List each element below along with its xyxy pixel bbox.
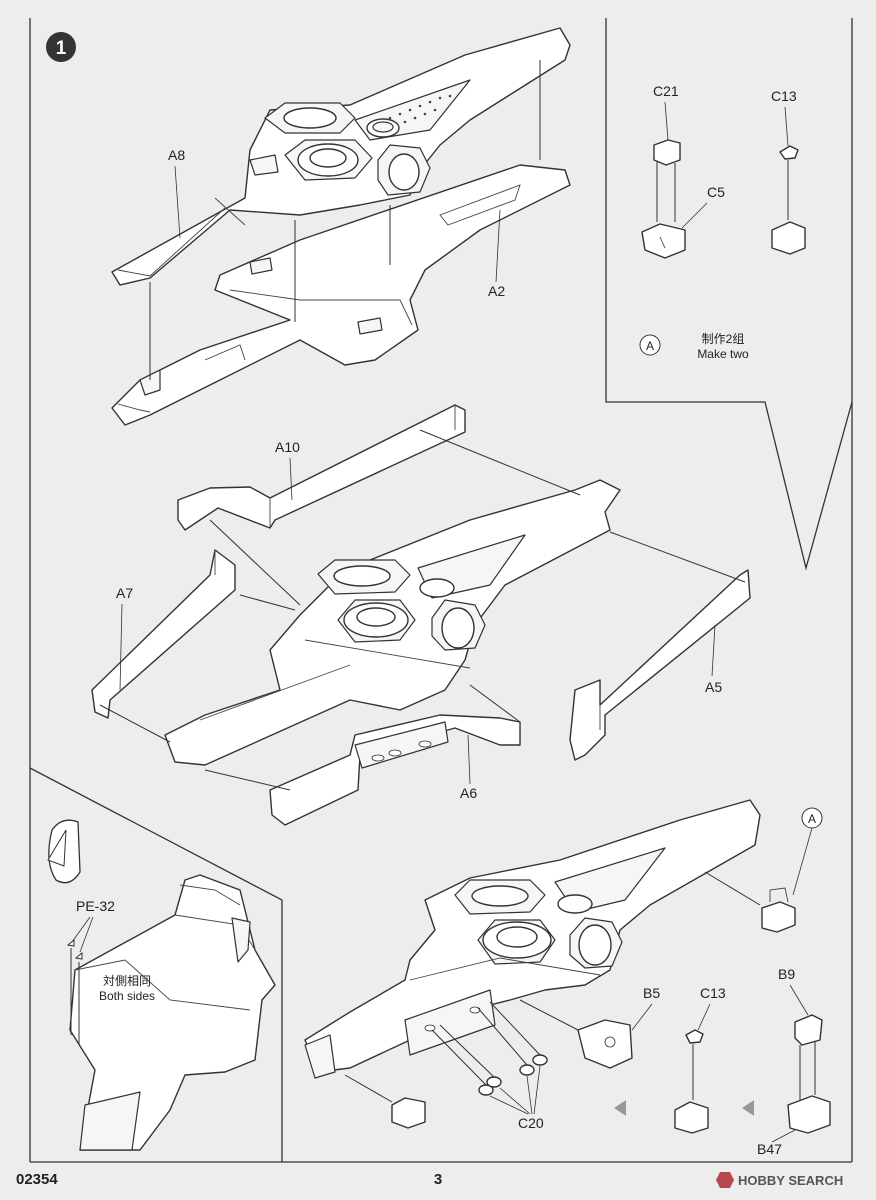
label-a6: A6	[460, 785, 477, 801]
inset-frame	[29, 767, 283, 1162]
label-a5: A5	[705, 679, 722, 695]
part-c5	[641, 223, 686, 259]
part-a7	[91, 549, 236, 719]
middle-arrows	[99, 429, 746, 791]
label-pe32: PE-32	[76, 898, 115, 914]
part-a10	[177, 404, 466, 531]
label-a2: A2	[488, 283, 505, 299]
inset-note-cn: 対側相同	[103, 974, 151, 988]
watermark: HOBBY SEARCH	[716, 1172, 843, 1188]
label-b47: B47	[757, 1141, 782, 1157]
callout-a-note-cn: 制作2组	[702, 332, 745, 346]
inset-note-en: Both sides	[99, 989, 155, 1003]
label-c13-bottom: C13	[700, 985, 726, 1001]
page-number: 3	[434, 1171, 442, 1188]
label-c21: C21	[653, 83, 679, 99]
part-c13-top	[779, 145, 799, 160]
bottom-fitting-box	[674, 1101, 709, 1134]
part-c20-group	[431, 1001, 548, 1096]
callout-a-label: A	[646, 339, 654, 353]
inset-view-badge	[47, 819, 81, 884]
part-b5	[577, 1019, 633, 1069]
part-c13-bottom	[685, 1029, 704, 1044]
bottom-left-fitting	[391, 1097, 426, 1129]
label-a8: A8	[168, 147, 185, 163]
watermark-text: HOBBY SEARCH	[738, 1173, 843, 1188]
callout-a-note-en: Make two	[697, 347, 749, 361]
label-b5: B5	[643, 985, 660, 1001]
label-b9: B9	[778, 966, 795, 982]
label-c20: C20	[518, 1115, 544, 1131]
label-c5: C5	[707, 184, 725, 200]
callout-a-ref-badge: A	[801, 807, 823, 829]
page-frame	[29, 18, 853, 1163]
label-a10: A10	[275, 439, 300, 455]
part-a6	[269, 714, 521, 826]
part-a5	[569, 569, 751, 761]
callout-a-badge: A	[639, 334, 661, 356]
part-b9	[794, 1014, 823, 1046]
part-a8	[111, 27, 571, 286]
a8-a2-arrows	[149, 60, 541, 380]
sub-part-a-ref	[761, 887, 796, 933]
part-a2	[111, 164, 571, 426]
inset-part-detail	[69, 874, 276, 1151]
model-number: 02354	[16, 1171, 58, 1188]
label-c13-top: C13	[771, 88, 797, 104]
label-a7: A7	[116, 585, 133, 601]
callout-a-box	[605, 18, 853, 571]
bottom-assembly	[304, 799, 761, 1079]
callout-a-ref-label: A	[808, 812, 816, 826]
callout-a-fitting	[771, 221, 806, 255]
direction-markers	[614, 1100, 754, 1116]
step-number: 1	[56, 38, 67, 59]
part-b47	[787, 1095, 831, 1134]
part-c21	[653, 139, 681, 166]
middle-floor	[164, 479, 621, 766]
hobbysearch-logo-icon	[716, 1172, 734, 1188]
step-badge: 1	[46, 32, 76, 62]
